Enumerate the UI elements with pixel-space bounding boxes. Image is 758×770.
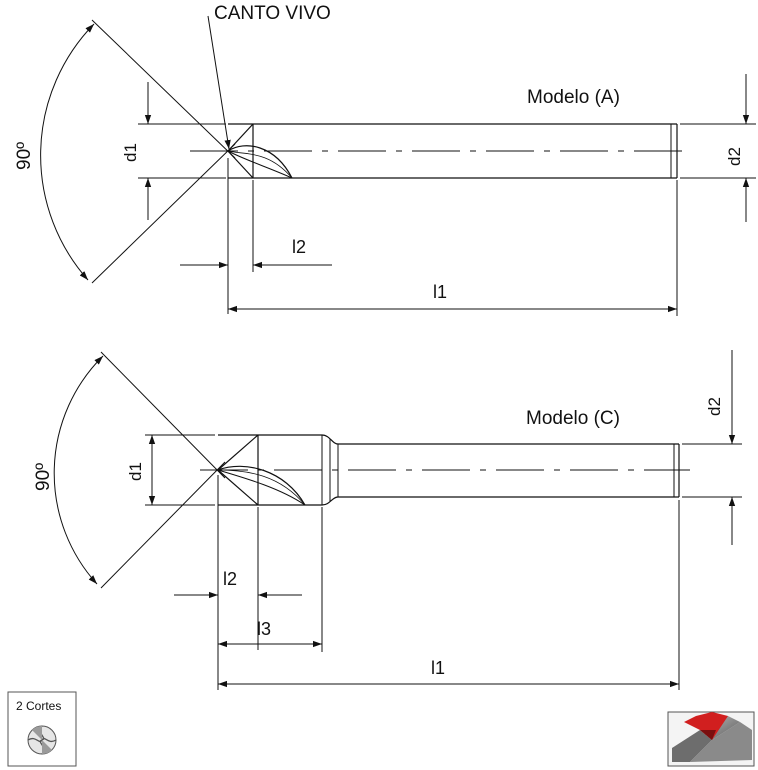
model-a-angle-label: 90º — [14, 142, 35, 170]
model-c-angle-line-lower — [100, 461, 226, 589]
model-a-d2-label: d2 — [725, 147, 744, 166]
model-a-l1-label: l1 — [433, 282, 447, 302]
sharp-edge-leader — [207, 15, 231, 150]
model-c-d2-label: d2 — [705, 397, 724, 416]
sharp-edge-callout: CANTO VIVO — [214, 3, 331, 24]
model-a-angle-arc — [40, 23, 95, 281]
model-c-l1-label: l1 — [431, 658, 445, 678]
model-c-drawing — [53, 350, 742, 690]
model-c-l3-label: l3 — [257, 619, 271, 639]
model-c-angle-arc — [53, 355, 104, 585]
model-c-l2-label: l2 — [223, 569, 237, 589]
model-a-drawing — [40, 15, 756, 316]
model-a-angle-line-lower — [91, 143, 236, 284]
model-a-angle-line-upper — [91, 19, 236, 159]
model-c-angle-line-upper — [100, 351, 226, 479]
model-c-title: Modelo (C) — [526, 408, 620, 429]
model-a-l2-label: l2 — [292, 237, 306, 257]
model-a-d1-label: d1 — [121, 143, 140, 162]
v-groove-chamfer-icon — [667, 711, 755, 767]
model-a-title: Modelo (A) — [527, 87, 620, 108]
two-flute-cross-section-icon — [27, 725, 57, 755]
cutting-edges-label: 2 Cortes — [16, 699, 61, 713]
cutting-edges-badge — [7, 691, 77, 767]
model-c-d1-label: d1 — [126, 462, 145, 481]
model-c-angle-label: 90º — [33, 463, 54, 491]
